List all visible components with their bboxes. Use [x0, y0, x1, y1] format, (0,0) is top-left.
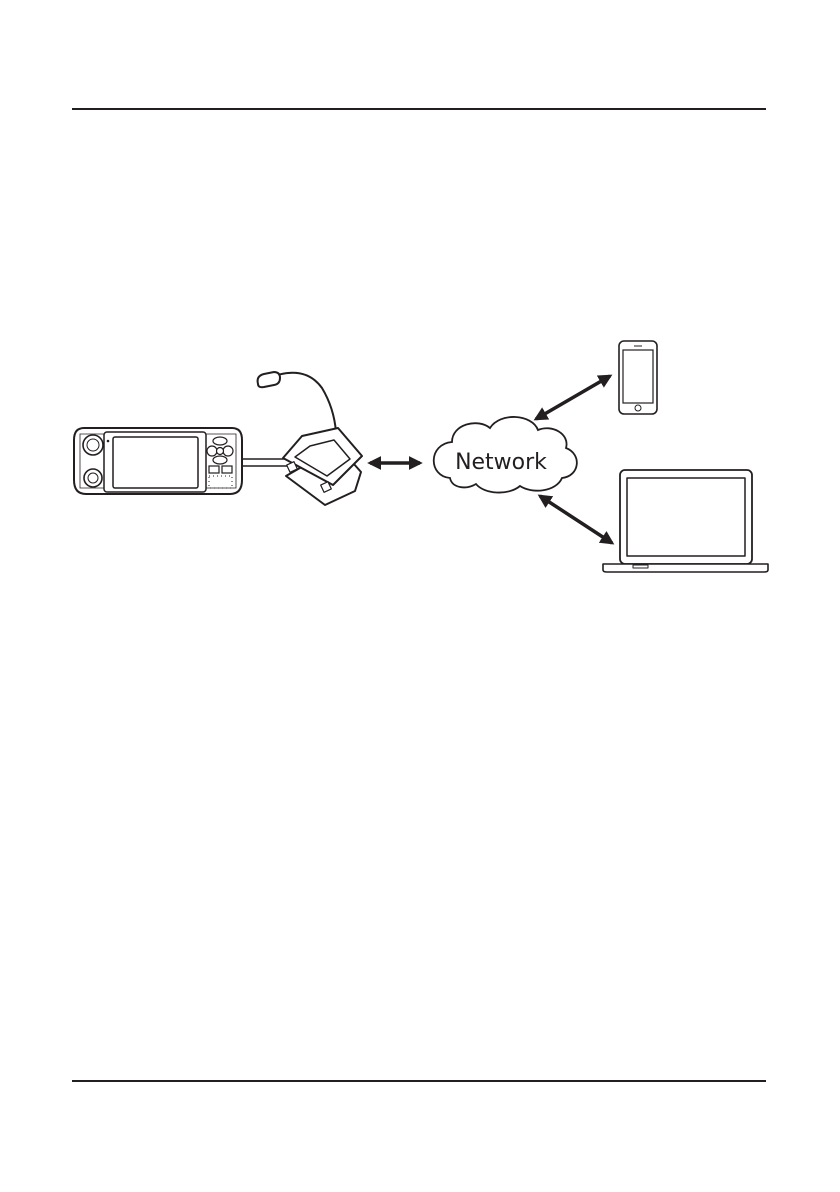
- network-label: Network: [455, 450, 547, 475]
- radio-head-icon: [74, 428, 242, 494]
- laptop-icon: [603, 470, 768, 572]
- desk-microphone-icon: [258, 372, 362, 505]
- cloud-icon: Network: [434, 417, 577, 493]
- radio-to-mic-cable: [236, 459, 290, 466]
- smartphone-icon: [619, 341, 657, 414]
- network-phone-arrow: [536, 376, 610, 419]
- network-laptop-arrow: [540, 496, 612, 543]
